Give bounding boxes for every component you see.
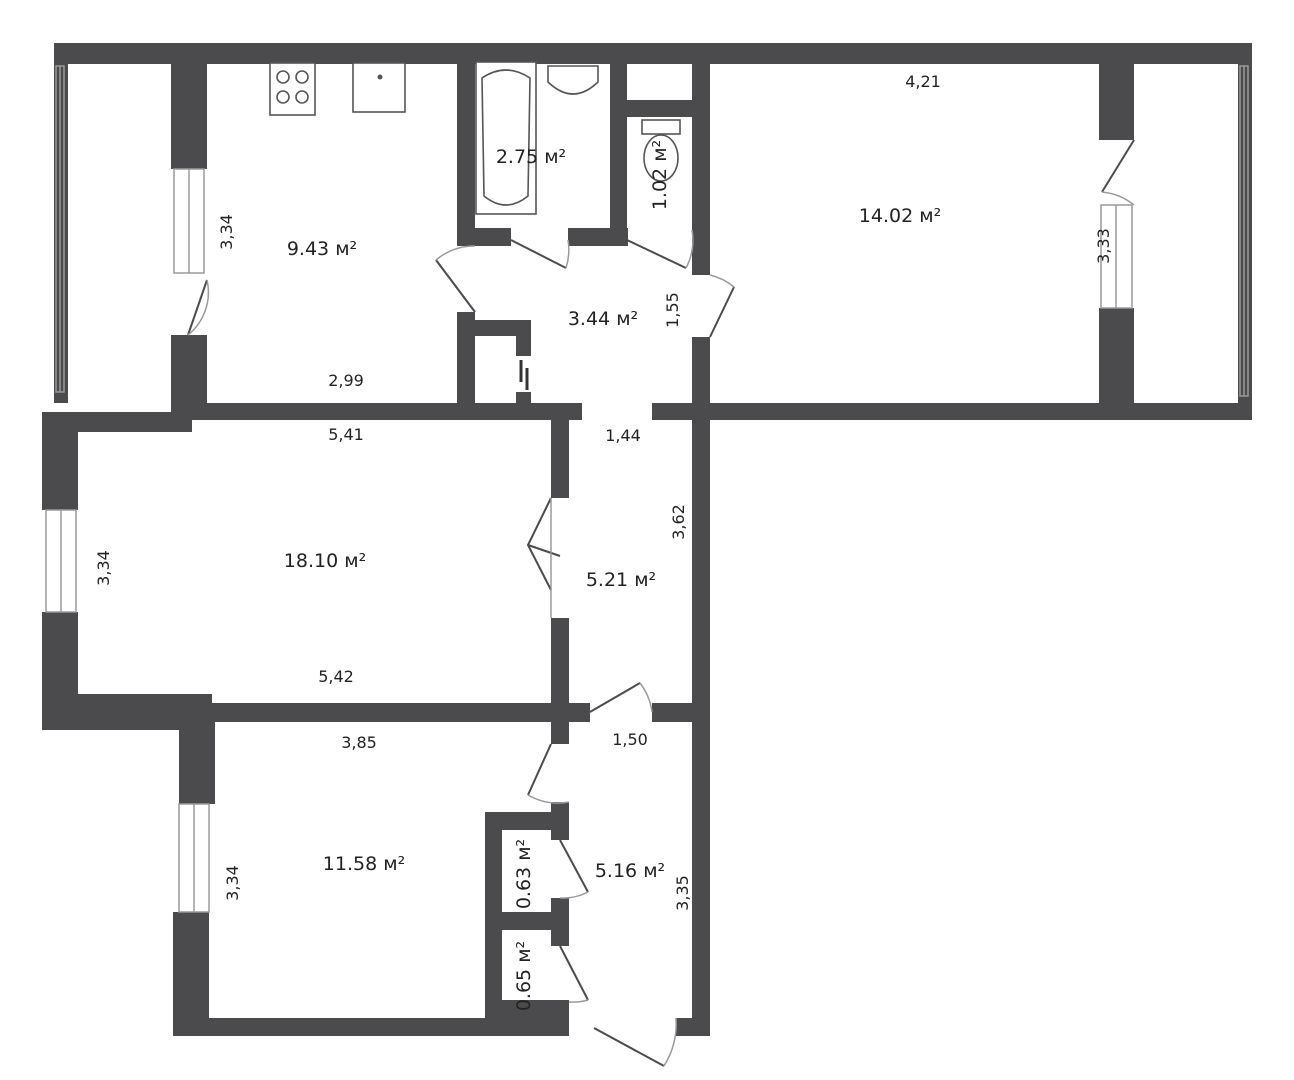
doors xyxy=(187,139,1135,1067)
living-room-width-bottom-label: 5,42 xyxy=(318,667,354,686)
bedroom-bottom-area-label: 11.58 м² xyxy=(323,853,405,875)
toilet-icon xyxy=(641,119,681,182)
sink-icon xyxy=(352,62,406,113)
bedroom-top-right-width-label: 4,21 xyxy=(905,72,941,91)
walls xyxy=(42,43,1252,1036)
area-labels: 9.43 м² 2.75 м² 1.02 м² 3.44 м² 14.02 м²… xyxy=(284,140,941,1011)
dimension-labels: 3,34 2,99 1,55 4,21 3,33 5,41 5,42 3,34 … xyxy=(94,72,1113,911)
living-room-width-top-label: 5,41 xyxy=(328,425,364,444)
washbasin-icon xyxy=(547,65,599,95)
living-room-length-label: 3,34 xyxy=(94,550,113,586)
bedroom-top-right-length-label: 3,33 xyxy=(1094,228,1113,264)
stove-icon xyxy=(269,62,316,116)
corridor-middle-area-label: 5.21 м² xyxy=(586,569,656,591)
hall-top-area-label: 3.44 м² xyxy=(568,308,638,330)
bedroom-bottom-length-label: 3,34 xyxy=(223,865,242,901)
riser-icon xyxy=(519,360,529,390)
entrance-hall-area-label: 5.16 м² xyxy=(595,860,665,882)
corridor-middle-width-label: 1,44 xyxy=(605,426,641,445)
fixtures xyxy=(269,61,681,390)
kitchen-area-label: 9.43 м² xyxy=(287,238,357,260)
storage-2-area-label: 0.65 м² xyxy=(513,941,535,1011)
kitchen-width-label: 2,99 xyxy=(328,371,364,390)
corridor-middle-length-label: 3,62 xyxy=(669,504,688,540)
bedroom-bottom-width-label: 3,85 xyxy=(341,733,377,752)
entrance-hall-length-label: 3,35 xyxy=(673,875,692,911)
kitchen-length-label: 3,34 xyxy=(217,214,236,250)
windows xyxy=(45,65,1249,913)
bathtub-icon xyxy=(475,61,537,215)
toilet-area-label: 1.02 м² xyxy=(649,140,671,210)
bedroom-top-right-area-label: 14.02 м² xyxy=(859,205,941,227)
bathroom-area-label: 2.75 м² xyxy=(496,146,566,168)
living-room-area-label: 18.10 м² xyxy=(284,550,366,572)
storage-1-area-label: 0.63 м² xyxy=(513,839,535,909)
entrance-hall-width-label: 1,50 xyxy=(612,730,648,749)
hall-top-length-label: 1,55 xyxy=(663,292,682,328)
